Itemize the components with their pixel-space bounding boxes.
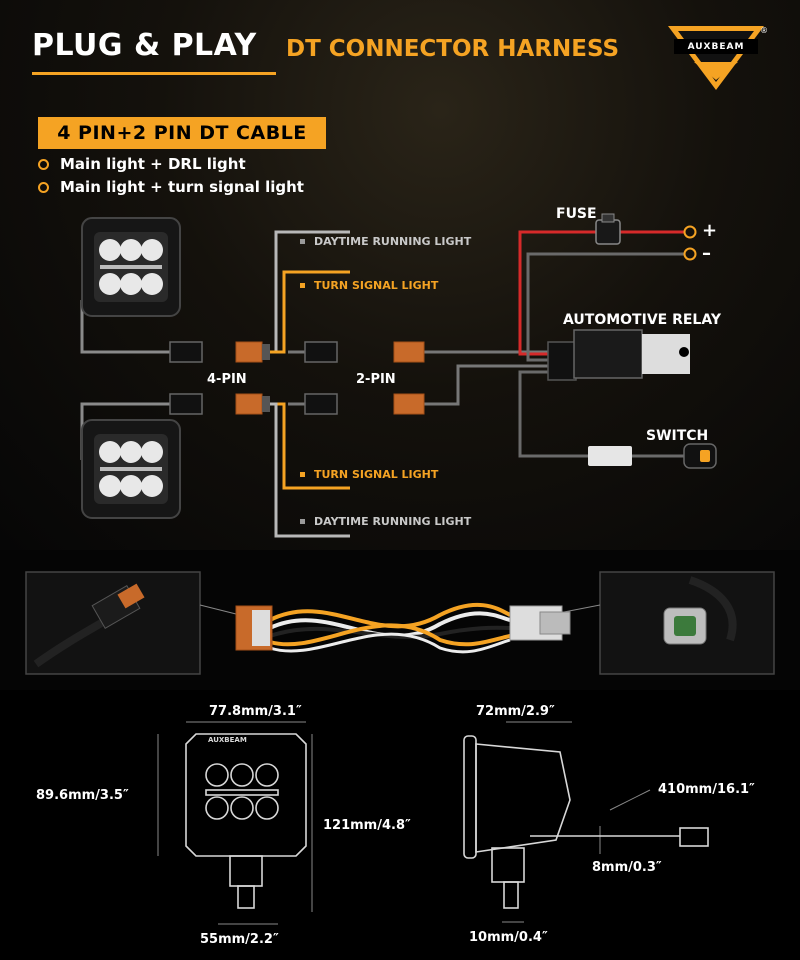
wiring-diagram [80,213,717,538]
switch-wire [518,370,588,458]
switch-icon [588,443,717,469]
drl-label-top: DAYTIME RUNNING LIGHT [300,235,471,248]
cable-length-dimension: 410mm/16.1″ [658,782,755,797]
plus-sign: + [702,220,718,241]
lamp-top-cable [80,300,170,354]
cable-diameter-dimension: 8mm/0.3″ [592,860,662,875]
legend-square-icon [300,239,305,244]
led-lamp-bottom-icon [81,419,181,519]
pin2-connector-top-icon [304,341,425,363]
title-underline [32,72,276,75]
cable-type-badge: 4 PIN+2 PIN DT CABLE [38,117,326,149]
pin4-label: 4-PIN [207,372,247,387]
bullet-item: Main light + turn signal light [38,178,304,196]
page-subtitle: DT CONNECTOR HARNESS [286,36,620,62]
front-width-dimension: 77.8mm/3.1″ [209,704,302,719]
drl-label-text: DAYTIME RUNNING LIGHT [314,235,472,248]
lamp-side-drawing [463,735,709,909]
bullet-icon [38,158,49,170]
pin2-label: 2-PIN [356,372,396,387]
pin4-connector-bottom-icon [169,393,270,415]
turn-wire-top [262,270,350,354]
relay-label: AUTOMOTIVE RELAY [563,312,721,328]
drl-label-bottom: DAYTIME RUNNING LIGHT [300,515,471,528]
side-depth-dimension: 72mm/2.9″ [476,704,555,719]
bullet-icon [38,181,49,193]
fuse-label: FUSE [556,206,597,222]
negative-terminal-icon [683,247,697,261]
switch-label: SWITCH [646,428,709,444]
registered-mark: ® [760,26,768,35]
turn-label-top: TURN SIGNAL LIGHT [300,279,438,292]
led-lamp-top-icon [81,217,181,317]
legend-square-icon [300,283,305,288]
relay-wire-bottom [424,364,548,406]
harness-cable [269,603,511,654]
negative-wire [526,252,684,362]
lamp-front-drawing [185,733,307,909]
base-width-dimension: 55mm/2.2″ [200,932,279,947]
minus-sign: – [702,243,711,264]
turn-label-text: TURN SIGNAL LIGHT [314,279,439,292]
bullet-text: Main light + turn signal light [60,178,304,196]
legend-square-icon [300,472,305,477]
drl-label-text: DAYTIME RUNNING LIGHT [314,515,472,528]
bolt-width-dimension: 10mm/0.4″ [469,930,548,945]
positive-wire [518,230,596,356]
bullet-item: Main light + DRL light [38,155,246,173]
pin4-connector-top-icon [169,341,270,363]
front-height-dimension: 89.6mm/3.5″ [36,788,129,803]
total-height-dimension: 121mm/4.8″ [323,818,411,833]
bullet-text: Main light + DRL light [60,155,246,173]
pin2-connector-bottom-icon [304,393,425,415]
turn-label-bottom: TURN SIGNAL LIGHT [300,468,438,481]
brand-name: AUXBEAM [687,42,745,52]
lamp-brand-label: AUXBEAM [208,736,247,744]
page-title: PLUG & PLAY [32,28,257,63]
brand-logo [668,26,764,90]
relay-icon [547,329,690,381]
legend-square-icon [300,519,305,524]
turn-label-text: TURN SIGNAL LIGHT [314,468,439,481]
positive-terminal-icon [683,225,697,239]
